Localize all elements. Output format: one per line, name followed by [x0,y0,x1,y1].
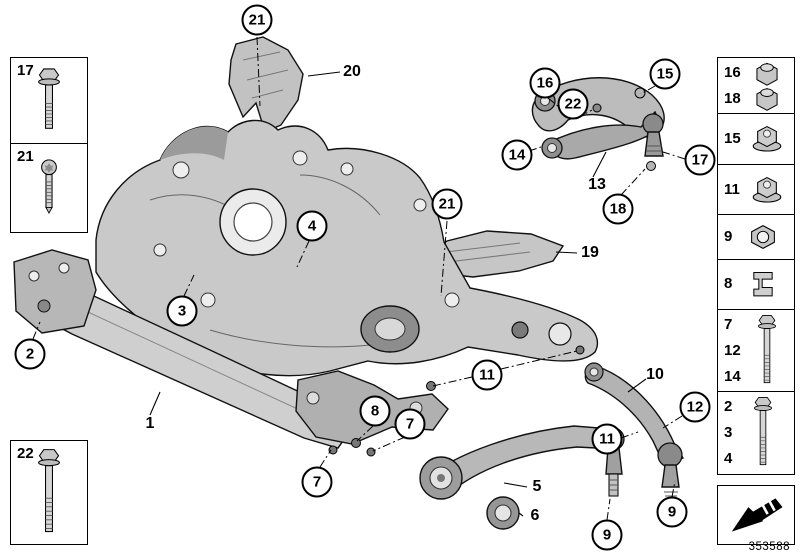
callout-18: 18 [602,193,634,225]
legend-box-labels: 11 [724,167,740,213]
callout-21: 21 [241,4,273,36]
callout-22: 22 [557,88,589,120]
callout-15: 15 [649,58,681,90]
leader-lines-solid [149,71,647,517]
legend-box-labels: 15 [724,116,741,162]
legend-icon-wrap [735,396,791,470]
direction-arrow-icon [730,495,786,535]
callout-16: 16 [529,67,561,99]
part-label-20: 20 [343,63,361,80]
rubber-bushing-part-6 [486,496,520,530]
legend-label-2: 2 [724,398,733,416]
callout-11: 11 [471,359,503,391]
callout-11: 11 [591,423,623,455]
legend-box-labels: 9 [724,217,732,257]
callout-8: 8 [359,395,391,427]
legend-label-17: 17 [17,62,34,79]
scene-fasteners [328,87,656,457]
part-label-10: 10 [646,366,664,383]
screw-icon [36,157,62,219]
callout-21: 21 [431,188,463,220]
legend-label-22: 22 [17,445,34,462]
callout-7: 7 [394,408,426,440]
part-label-6: 6 [530,507,540,524]
part-label-19: 19 [581,244,599,261]
legend-label-9: 9 [724,227,733,245]
legend-box-labels: 7 12 14 [724,312,741,390]
legend-icon-wrap [724,495,791,535]
legend-box-7-12-14: 7 12 14 [717,309,795,394]
legend-icon-wrap [744,125,791,153]
callout-7: 7 [301,466,333,498]
legend-box-labels: 2 3 4 [724,394,732,472]
legend-box-8: 8 [717,258,795,311]
callout-9: 9 [656,496,688,528]
leader-lines-dashdot [32,36,686,521]
legend-label-18: 18 [724,89,741,107]
drawing-number: 353588 [748,541,790,553]
bolt-xl-icon [36,447,62,539]
legend-box-11: 11 [717,163,795,216]
part-label-5: 5 [532,478,542,495]
installation-direction-box [717,485,795,546]
callout-2: 2 [14,338,46,370]
part-label-1: 1 [145,415,155,432]
bolt-icon [36,66,62,136]
legend-label-3: 3 [724,424,733,442]
bolt-long-icon [751,396,775,470]
tension-strut-part-10 [584,362,684,497]
legend-label-4: 4 [724,450,733,468]
legend-label-14: 14 [724,367,741,385]
legend-label-7: 7 [724,315,733,333]
lock-nut-pair-icon [752,60,782,112]
callout-12: 12 [679,391,711,423]
legend-label-21: 21 [17,148,34,165]
legend-box-labels: 21 [17,146,34,169]
legend-icon-wrap [735,267,791,303]
legend-label-15: 15 [724,130,741,148]
part-label-13: 13 [588,176,606,193]
legend-label-11: 11 [724,180,740,198]
legend-icon-wrap [744,60,791,112]
axle-carrier-part-1 [95,119,599,377]
left-mount-bracket-part-2 [13,249,97,334]
legend-icon-wrap [744,314,791,388]
legend-box-17: 17 [10,57,88,145]
legend-box-21: 21 [10,143,88,233]
flange-nut-icon [751,176,783,204]
callout-17: 17 [684,144,716,176]
legend-box-15: 15 [717,113,795,166]
heat-shield-20 [228,36,304,133]
callout-4: 4 [296,210,328,242]
legend-box-labels: 8 [724,262,732,308]
legend-label-12: 12 [724,341,741,359]
callout-14: 14 [501,139,533,171]
callout-3: 3 [166,295,198,327]
flange-nut-icon [751,125,783,153]
legend-label-8: 8 [724,275,733,293]
legend-box-labels: 17 [17,60,34,83]
legend-icon-wrap [735,223,791,251]
clip-icon [748,267,778,303]
legend-label-16: 16 [724,63,741,81]
legend-box-9: 9 [717,214,795,261]
legend-icon-wrap [743,176,791,204]
legend-box-labels: 22 [17,443,34,466]
callout-9: 9 [591,519,623,551]
bolt-long-icon [755,314,779,388]
legend-box-2-3-4: 2 3 4 [717,391,795,476]
legend-box-22: 22 [10,440,88,545]
nut-icon [748,223,778,251]
